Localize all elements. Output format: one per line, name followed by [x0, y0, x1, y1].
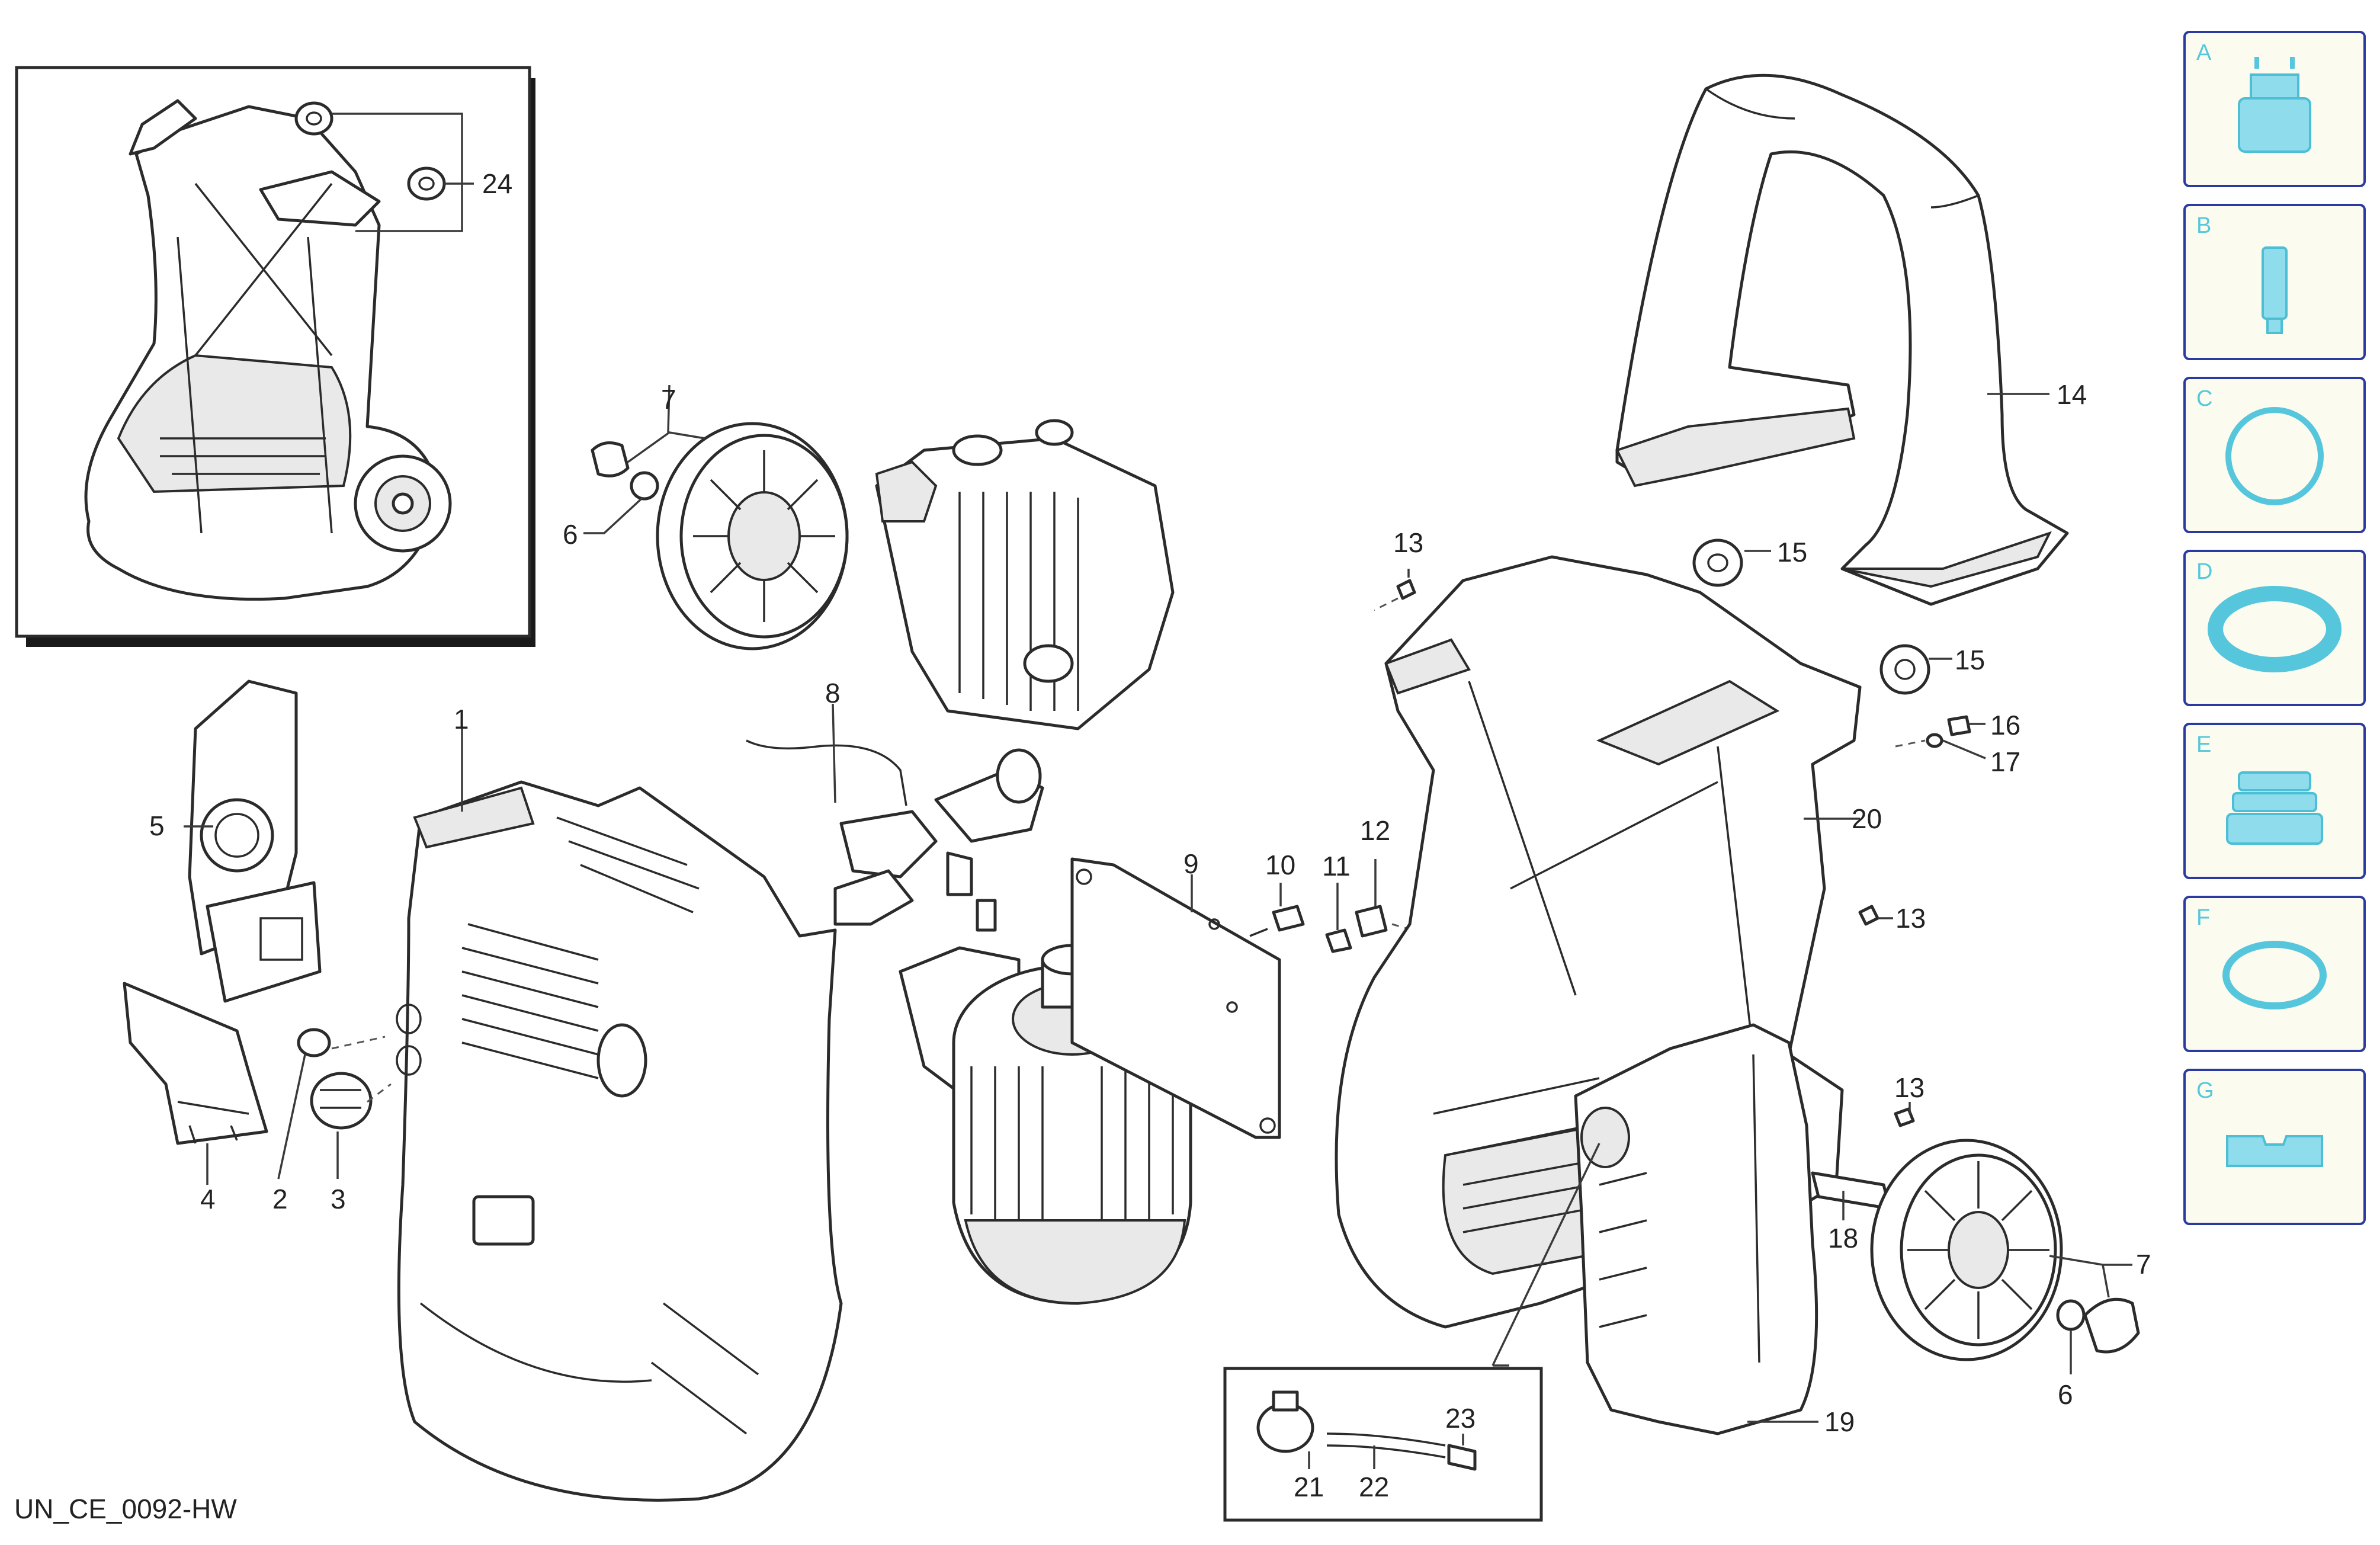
inset-cap-parts-24: [294, 101, 474, 232]
screws-13-16-17: [1374, 569, 1986, 1127]
callout-1: 1: [454, 704, 469, 735]
caps-15: [1692, 538, 1952, 695]
front-cover-1: [396, 726, 843, 1502]
washer-icon: [2208, 586, 2341, 672]
o-ring-icon: [2222, 941, 2327, 1009]
kit-letter-d: D: [2196, 559, 2213, 584]
panel-5: [184, 679, 322, 1003]
callout-7-left: 7: [661, 384, 676, 415]
kit-letter-g: G: [2196, 1078, 2214, 1103]
tank-19: [1491, 1023, 1818, 1435]
bushing-icon: [2226, 771, 2323, 845]
callout-2: 2: [272, 1184, 288, 1214]
callout-13-low: 13: [1894, 1072, 1924, 1103]
kit-card-d[interactable]: D: [2183, 550, 2366, 706]
valve-hose-8: [746, 703, 1044, 932]
kit-letter-e: E: [2196, 732, 2212, 757]
callout-19: 19: [1824, 1406, 1855, 1437]
callout-14: 14: [2057, 379, 2087, 410]
sub-inset-parts-21-23: [1256, 1390, 1477, 1471]
callout-11: 11: [1322, 851, 1351, 882]
callout-9: 9: [1183, 848, 1199, 879]
callout-4: 4: [200, 1184, 216, 1214]
callout-22: 22: [1359, 1472, 1389, 1502]
callout-3: 3: [331, 1184, 346, 1214]
callout-18: 18: [1828, 1223, 1858, 1254]
wheel-right-7: [1870, 1139, 2140, 1374]
inset-frame-assembly: [84, 99, 452, 601]
pin-icon: [2262, 246, 2288, 334]
callout-21: 21: [1294, 1472, 1324, 1502]
callout-13-top: 13: [1393, 527, 1423, 558]
callout-17: 17: [1990, 746, 2020, 777]
kit-letter-c: C: [2196, 386, 2213, 411]
kit-card-f[interactable]: F: [2183, 896, 2366, 1052]
kit-card-g[interactable]: G: [2183, 1069, 2366, 1225]
callout-8: 8: [825, 678, 841, 709]
kit-letter-f: F: [2196, 905, 2211, 930]
kit-letter-b: B: [2196, 213, 2212, 238]
kit-card-a[interactable]: A: [2183, 31, 2366, 187]
callout-20: 20: [1852, 803, 1882, 834]
kit-card-c[interactable]: C: [2183, 377, 2366, 533]
wheel-left-7: [583, 384, 849, 650]
mounting-plate-9: [1070, 857, 1281, 1139]
handle-14: [1615, 73, 2069, 606]
callout-10: 10: [1265, 850, 1295, 880]
callout-13-mid: 13: [1895, 903, 1926, 934]
callout-7-right: 7: [2136, 1249, 2151, 1280]
pump-assembly: [875, 419, 1175, 730]
bracket-4: [123, 982, 268, 1185]
o-ring-thin-icon: [2225, 407, 2324, 505]
callout-12: 12: [1360, 815, 1390, 846]
screws-10-11-12: [1249, 859, 1434, 953]
callout-23: 23: [1445, 1403, 1476, 1434]
kit-card-e[interactable]: E: [2183, 723, 2366, 879]
callout-6-right: 6: [2058, 1379, 2073, 1410]
connector-icon: [2238, 57, 2311, 153]
clip-icon: [2226, 1135, 2323, 1167]
callout-15-top: 15: [1777, 537, 1807, 568]
callout-24: 24: [482, 168, 512, 199]
kit-card-b[interactable]: B: [2183, 204, 2366, 360]
callout-6-left: 6: [563, 519, 578, 550]
kit-letter-a: A: [2196, 40, 2212, 65]
callout-15-mid: 15: [1955, 645, 1985, 675]
drawing-code: UN_CE_0092-HW: [14, 1493, 237, 1524]
callout-16: 16: [1990, 710, 2020, 741]
knob-parts-2-3: [277, 1028, 392, 1179]
parts-kit-panel: A B C D E F: [2183, 31, 2366, 1242]
callout-5: 5: [149, 810, 165, 841]
